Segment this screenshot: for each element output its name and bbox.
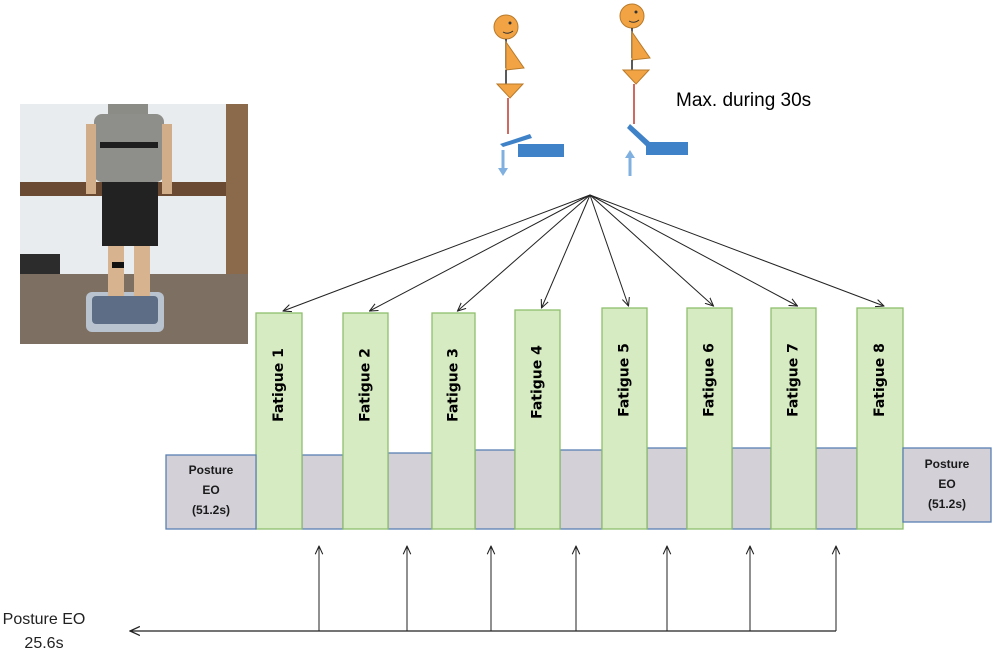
posture-block-start-line2: EO bbox=[202, 483, 219, 497]
fan-arrow-8 bbox=[589, 194, 884, 306]
fatigue-block-8 bbox=[856, 307, 904, 530]
posture-block-end-line2: EO bbox=[938, 477, 955, 491]
fatigue-label-3: Fatigue 3 bbox=[446, 348, 462, 422]
posture-block-start-line1: Posture bbox=[189, 463, 234, 477]
fatigue-label-1: Fatigue 1 bbox=[271, 348, 287, 422]
fan-arrow-5 bbox=[589, 194, 629, 306]
posture-up-arrows bbox=[319, 546, 836, 631]
rest-blocks bbox=[301, 447, 858, 530]
fatigue-block-6 bbox=[686, 307, 733, 530]
max-duration-label: Max. during 30s bbox=[676, 90, 812, 111]
fatigue-label-8: Fatigue 8 bbox=[872, 343, 888, 417]
fatigue-label-7: Fatigue 7 bbox=[786, 343, 802, 417]
posture-block-end: Posture EO (51.2s) bbox=[902, 447, 992, 523]
fatigue-block-7 bbox=[770, 307, 817, 530]
fatigue-block-3 bbox=[431, 312, 476, 530]
fatigue-blocks: Fatigue 1 Fatigue 2 Fatigue 3 Fatigue 4 Fati… bbox=[255, 307, 904, 530]
fan-arrow-3 bbox=[458, 194, 591, 311]
figure-dorsiflexion-icon bbox=[619, 3, 688, 176]
fatigue-label-2: Fatigue 2 bbox=[358, 348, 374, 422]
fatigue-block-5 bbox=[601, 307, 648, 530]
fatigue-block-4 bbox=[514, 309, 561, 530]
rest-block-7 bbox=[815, 447, 858, 530]
fatigue-fan-arrows bbox=[283, 194, 884, 311]
fatigue-label-4: Fatigue 4 bbox=[530, 345, 546, 419]
rest-block-4 bbox=[559, 449, 603, 530]
rest-block-2 bbox=[387, 452, 433, 530]
fan-arrow-6 bbox=[589, 194, 714, 306]
posture-block-start: Posture EO (51.2s) bbox=[165, 454, 257, 530]
fan-arrow-4 bbox=[542, 194, 591, 308]
fan-arrow-1 bbox=[283, 194, 591, 311]
subject-photo bbox=[20, 104, 248, 344]
posture-block-end-line3: (51.2s) bbox=[928, 497, 966, 511]
figure-plantar-flexion-icon bbox=[493, 14, 564, 176]
rest-block-5 bbox=[646, 447, 688, 530]
fan-arrow-7 bbox=[589, 194, 798, 306]
fatigue-label-6: Fatigue 6 bbox=[702, 343, 718, 417]
rest-block-3 bbox=[474, 449, 516, 530]
rest-block-6 bbox=[731, 447, 772, 530]
fan-arrow-2 bbox=[370, 194, 591, 311]
posture-block-end-line1: Posture bbox=[925, 457, 970, 471]
rest-block-1 bbox=[301, 454, 344, 530]
fatigue-block-2 bbox=[342, 312, 389, 530]
posture-block-start-line3: (51.2s) bbox=[192, 503, 230, 517]
bottom-label-line1: Posture EO bbox=[3, 611, 86, 628]
posture-timeline bbox=[130, 546, 836, 631]
fatigue-block-1 bbox=[255, 312, 303, 530]
bottom-label-line2: 25.6s bbox=[24, 635, 63, 652]
fatigue-label-5: Fatigue 5 bbox=[617, 343, 633, 417]
